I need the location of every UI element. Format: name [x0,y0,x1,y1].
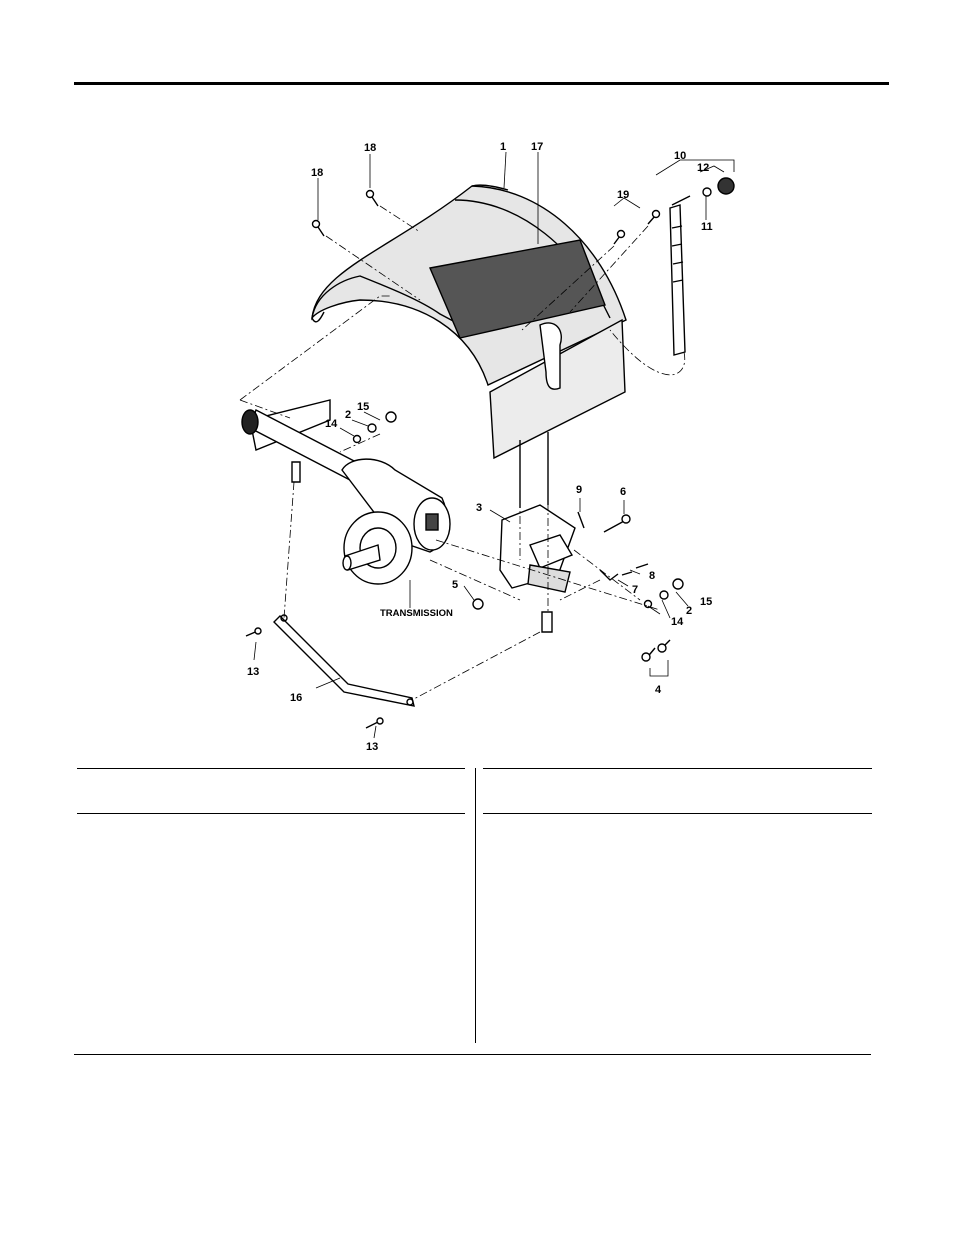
hood-bolts [311,189,661,245]
assembly-guides [239,205,686,701]
callout-14-left: 14 [325,418,338,430]
deflector-flap [489,318,626,460]
parts-table-right-top-rule [483,768,872,769]
callout-12: 12 [697,162,709,174]
callout-15-left: 15 [357,401,369,413]
parts-table-right-header-rule [483,813,872,814]
callout-18-upper: 18 [364,142,376,154]
callout-19: 19 [617,189,629,201]
callout-13-upper: 13 [247,666,259,678]
transmission-label: TRANSMISSION [380,608,453,619]
parts-table-left-header-rule [77,813,465,814]
callout-6: 6 [620,486,626,498]
parts-table-left-top-rule [77,768,465,769]
callout-3: 3 [476,502,482,514]
callout-15-right: 15 [700,596,712,608]
callout-2-left: 2 [345,409,351,421]
callout-16: 16 [290,692,302,704]
header-rule [74,82,889,85]
callout-2-right: 2 [686,605,692,617]
callout-5: 5 [452,579,458,591]
callout-7: 7 [632,584,638,596]
callout-17: 17 [531,141,543,153]
callout-labels: 1 17 18 18 10 12 11 19 15 2 14 3 9 6 8 7… [247,141,713,753]
depth-bar [669,177,735,356]
transmission-body [341,458,451,585]
callout-13-lower: 13 [366,741,378,753]
callout-8: 8 [649,570,655,582]
frame-tube [241,399,357,483]
page-bottom-rule [74,1054,871,1055]
loose-hardware [245,411,684,729]
leader-lines [253,151,735,739]
callout-9: 9 [576,484,582,496]
hitch-bracket [499,432,576,633]
callout-14-right: 14 [671,616,684,628]
parts-table-column-divider [475,768,476,1043]
callout-1: 1 [500,141,506,153]
callout-10: 10 [674,150,686,162]
callout-4: 4 [655,684,662,696]
callout-11: 11 [701,221,713,233]
callout-18-lower: 18 [311,167,323,179]
